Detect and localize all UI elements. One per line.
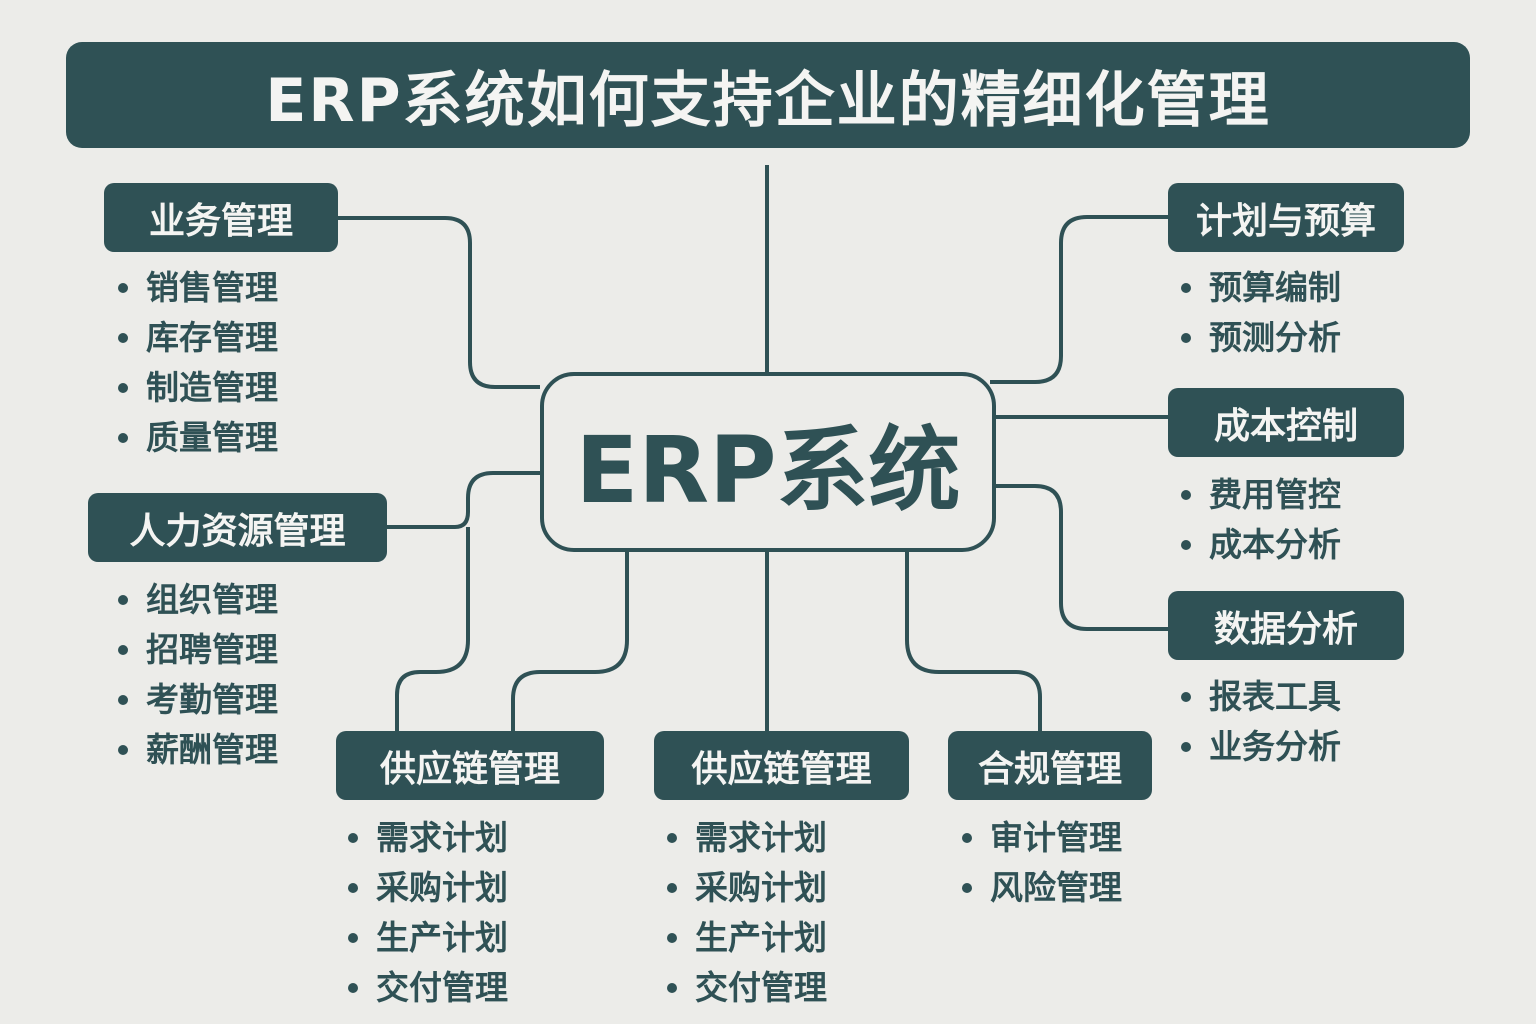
list-item-label: 销售管理	[146, 268, 278, 307]
bullet-icon	[1181, 333, 1191, 343]
list-item: 销售管理	[118, 263, 278, 313]
list-item: 交付管理	[348, 963, 508, 1013]
list-item-label: 采购计划	[376, 868, 508, 907]
list-item: 风险管理	[962, 863, 1122, 913]
bullet-icon	[348, 933, 358, 943]
bullet-icon	[1181, 540, 1191, 550]
list-item: 预算编制	[1181, 263, 1341, 313]
bullet-icon	[1181, 490, 1191, 500]
bullet-icon	[118, 333, 128, 343]
connector-supply-1a	[395, 527, 470, 731]
bullet-icon	[962, 883, 972, 893]
module-supply-chain-2-items: 需求计划采购计划生产计划交付管理	[667, 813, 827, 1013]
bullet-icon	[962, 833, 972, 843]
bullet-icon	[118, 745, 128, 755]
list-item-label: 招聘管理	[146, 630, 278, 669]
list-item: 质量管理	[118, 413, 278, 463]
list-item-label: 预算编制	[1209, 268, 1341, 307]
connector-supply-1b	[511, 548, 629, 731]
module-business-items: 销售管理库存管理制造管理质量管理	[118, 263, 278, 463]
list-item-label: 采购计划	[695, 868, 827, 907]
list-item-label: 审计管理	[990, 818, 1122, 857]
module-data-analysis: 数据分析	[1168, 591, 1404, 660]
list-item-label: 库存管理	[146, 318, 278, 357]
list-item-label: 制造管理	[146, 368, 278, 407]
list-item: 招聘管理	[118, 625, 278, 675]
list-item: 预测分析	[1181, 313, 1341, 363]
list-item: 考勤管理	[118, 675, 278, 725]
module-cost-control: 成本控制	[1168, 388, 1404, 457]
bullet-icon	[667, 833, 677, 843]
bullet-icon	[118, 433, 128, 443]
list-item: 库存管理	[118, 313, 278, 363]
list-item-label: 生产计划	[376, 918, 508, 957]
list-item-label: 需求计划	[376, 818, 508, 857]
module-planning-budget: 计划与预算	[1168, 183, 1404, 252]
list-item: 采购计划	[348, 863, 508, 913]
bullet-icon	[118, 695, 128, 705]
list-item: 需求计划	[667, 813, 827, 863]
connector-compliance	[905, 548, 1042, 731]
module-supply-chain-1: 供应链管理	[336, 731, 604, 800]
list-item: 交付管理	[667, 963, 827, 1013]
list-item-label: 交付管理	[376, 968, 508, 1007]
list-item: 审计管理	[962, 813, 1122, 863]
list-item-label: 成本分析	[1209, 525, 1341, 564]
module-hr: 人力资源管理	[88, 493, 387, 562]
bullet-icon	[118, 595, 128, 605]
list-item-label: 报表工具	[1209, 677, 1341, 716]
bullet-icon	[118, 283, 128, 293]
list-item-label: 需求计划	[695, 818, 827, 857]
bullet-icon	[118, 383, 128, 393]
list-item: 制造管理	[118, 363, 278, 413]
list-item-label: 质量管理	[146, 418, 278, 457]
list-item: 报表工具	[1181, 672, 1341, 722]
bullet-icon	[667, 933, 677, 943]
module-compliance-items: 审计管理风险管理	[962, 813, 1122, 913]
module-supply-chain-1-items: 需求计划采购计划生产计划交付管理	[348, 813, 508, 1013]
list-item: 薪酬管理	[118, 725, 278, 775]
connector-hr	[387, 471, 540, 529]
list-item-label: 交付管理	[695, 968, 827, 1007]
list-item-label: 组织管理	[146, 580, 278, 619]
list-item-label: 风险管理	[990, 868, 1122, 907]
connector-business	[338, 216, 540, 389]
list-item: 采购计划	[667, 863, 827, 913]
connector-data	[992, 484, 1168, 631]
module-supply-chain-2: 供应链管理	[654, 731, 909, 800]
bullet-icon	[348, 833, 358, 843]
list-item: 组织管理	[118, 575, 278, 625]
connector-planning	[990, 215, 1168, 384]
page-title: ERP系统如何支持企业的精细化管理	[66, 42, 1470, 148]
bullet-icon	[118, 645, 128, 655]
bullet-icon	[667, 983, 677, 993]
bullet-icon	[1181, 283, 1191, 293]
module-hr-items: 组织管理招聘管理考勤管理薪酬管理	[118, 575, 278, 775]
list-item-label: 生产计划	[695, 918, 827, 957]
list-item: 费用管控	[1181, 470, 1341, 520]
list-item-label: 薪酬管理	[146, 730, 278, 769]
module-planning-budget-items: 预算编制预测分析	[1181, 263, 1341, 363]
bullet-icon	[348, 983, 358, 993]
list-item-label: 预测分析	[1209, 318, 1341, 357]
bullet-icon	[1181, 692, 1191, 702]
list-item-label: 考勤管理	[146, 680, 278, 719]
bullet-icon	[667, 883, 677, 893]
bullet-icon	[348, 883, 358, 893]
center-node-erp: ERP系统	[540, 372, 996, 552]
list-item: 业务分析	[1181, 722, 1341, 772]
list-item-label: 费用管控	[1209, 475, 1341, 514]
module-business: 业务管理	[104, 183, 338, 252]
list-item: 需求计划	[348, 813, 508, 863]
list-item: 生产计划	[348, 913, 508, 963]
module-compliance: 合规管理	[948, 731, 1152, 800]
module-cost-control-items: 费用管控成本分析	[1181, 470, 1341, 570]
bullet-icon	[1181, 742, 1191, 752]
module-data-analysis-items: 报表工具业务分析	[1181, 672, 1341, 772]
list-item-label: 业务分析	[1209, 727, 1341, 766]
list-item: 成本分析	[1181, 520, 1341, 570]
list-item: 生产计划	[667, 913, 827, 963]
